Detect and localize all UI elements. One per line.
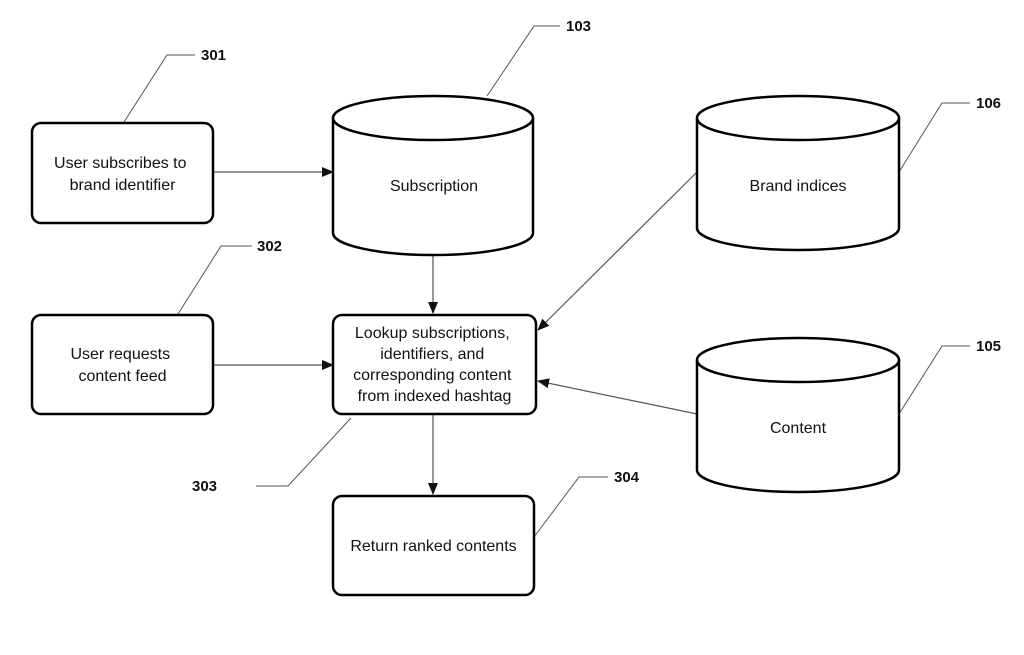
svg-text:User subscribes to brand: User subscribes to brand identifier <box>54 155 191 194</box>
svg-text:User requests content fe: User requests content feed <box>70 346 174 385</box>
ref-106: 106 <box>976 95 1001 112</box>
leader-302 <box>177 245 252 315</box>
leader-304 <box>527 476 608 546</box>
leader-303 <box>256 417 352 487</box>
ref-301: 301 <box>201 47 226 64</box>
arrow-brand-indices-to-lookup <box>537 171 698 331</box>
database-brand-indices: Brand indices <box>695 94 901 252</box>
process-box-subscribe: User subscribes to brand identifier <box>30 121 215 225</box>
arrow-content-to-lookup <box>537 378 698 415</box>
leader-105 <box>898 345 970 415</box>
process-box-request: User requests content feed <box>30 313 215 416</box>
lookup-label-line-3: corresponding content <box>353 367 512 384</box>
subscribe-label-line-2: brand identifier <box>70 177 177 194</box>
svg-text:Lookup subscriptions, id: Lookup subscriptions, identifiers, and c… <box>353 325 516 405</box>
request-label-line-1: User requests <box>70 346 170 363</box>
lookup-label-line-1: Lookup subscriptions, <box>355 325 510 342</box>
request-label-line-2: content feed <box>78 368 166 385</box>
ref-302: 302 <box>257 238 282 255</box>
leader-103 <box>486 25 560 97</box>
database-content: Content <box>695 336 901 494</box>
leader-301 <box>123 54 195 123</box>
ref-303: 303 <box>192 478 217 495</box>
database-subscription: Subscription <box>331 94 535 257</box>
lookup-label-line-4: from indexed hashtag <box>358 388 512 405</box>
process-box-ranked: Return ranked contents <box>331 494 536 597</box>
ranked-label-line-1: Return ranked contents <box>350 538 516 555</box>
ref-105: 105 <box>976 338 1001 355</box>
ref-103: 103 <box>566 18 591 35</box>
svg-text:Return ranked contents: Return ranked contents <box>350 538 516 555</box>
subscription-db-label: Subscription <box>390 178 478 195</box>
subscribe-label-line-1: User subscribes to <box>54 155 187 172</box>
lookup-label-line-2: identifiers, and <box>380 346 484 363</box>
process-box-lookup: Lookup subscriptions, identifiers, and c… <box>331 313 538 416</box>
ref-304: 304 <box>614 469 640 486</box>
leader-106 <box>898 102 970 173</box>
brand-indices-db-label: Brand indices <box>750 178 847 195</box>
content-db-label: Content <box>770 420 827 437</box>
